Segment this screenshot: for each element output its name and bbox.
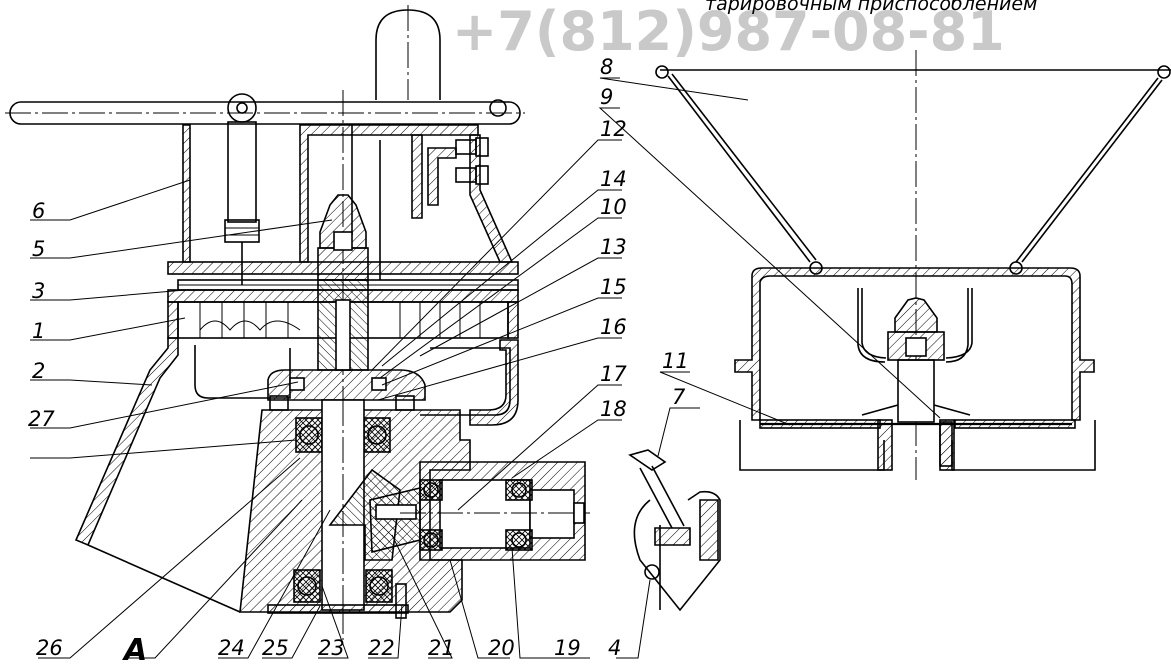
watermark-phone: +7(812)987-08-81 <box>452 0 1005 63</box>
callout-17: 17 <box>600 362 627 386</box>
callout-12: 12 <box>600 117 627 141</box>
callout-9: 9 <box>600 85 613 109</box>
callout-18: 18 <box>600 397 627 421</box>
callout-22: 22 <box>368 636 395 660</box>
callout-11: 11 <box>662 349 689 373</box>
calibration-fixture-view <box>655 50 1171 480</box>
caption-text: тарировочным приспособлением <box>705 0 1037 15</box>
callout-2: 2 <box>32 359 45 383</box>
callout-1: 1 <box>32 319 45 343</box>
callout-25: 25 <box>262 636 289 660</box>
detail-view-wrench <box>628 449 721 612</box>
callout-21: 21 <box>428 636 455 660</box>
callout-13: 13 <box>600 235 627 259</box>
callout-6: 6 <box>32 199 45 223</box>
callout-20: 20 <box>488 636 515 660</box>
callout-labels: 6 5 3 1 2 27 12 14 10 13 15 16 17 18 8 9… <box>28 55 689 666</box>
callout-7: 7 <box>672 385 686 409</box>
leader-lines <box>30 77 941 659</box>
callout-24: 24 <box>218 636 245 660</box>
callout-10: 10 <box>600 195 627 219</box>
callout-23: 23 <box>318 636 345 660</box>
callout-14: 14 <box>600 167 627 191</box>
callout-3: 3 <box>32 279 45 303</box>
view-label-a: A <box>122 633 147 666</box>
callout-15: 15 <box>600 275 627 299</box>
callout-26: 26 <box>36 636 63 660</box>
callout-19: 19 <box>554 636 581 660</box>
callout-4: 4 <box>608 636 621 660</box>
callout-16: 16 <box>600 315 627 339</box>
callout-5: 5 <box>32 237 45 261</box>
callout-27: 27 <box>28 407 55 431</box>
callout-8: 8 <box>600 55 613 79</box>
main-sectional-view <box>5 5 590 640</box>
rotor-ribs <box>199 302 481 338</box>
